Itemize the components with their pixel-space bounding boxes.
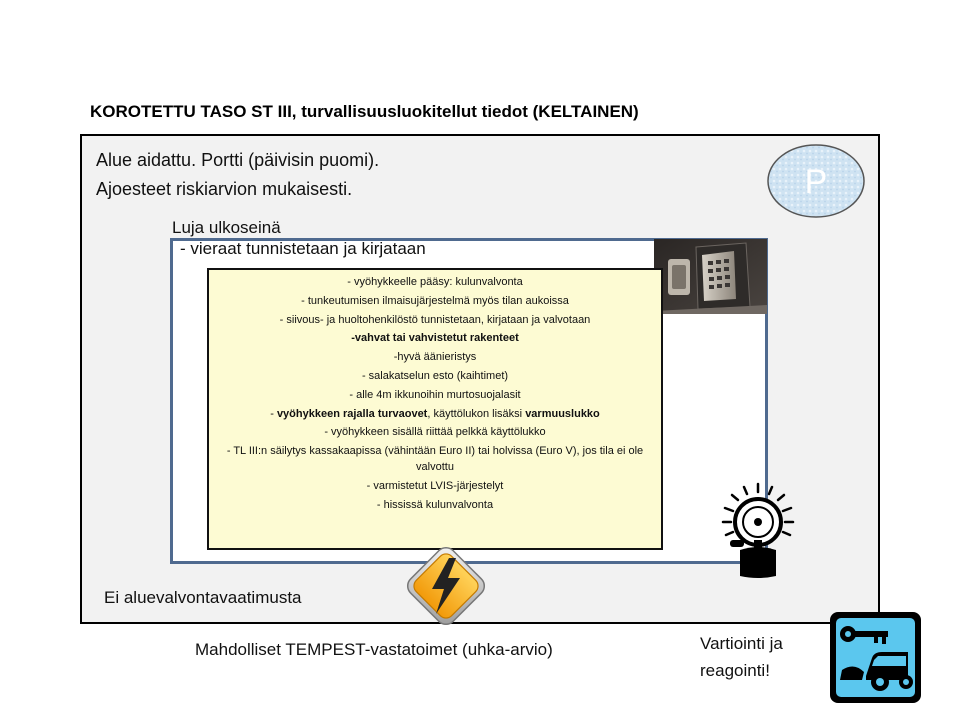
key-and-car-guard-icon — [830, 612, 921, 703]
core-rule: - vyöhykkeen sisällä riittää pelkkä käyt… — [324, 426, 546, 439]
guard-line-2: reagointi! — [700, 661, 770, 680]
guard-line-1: Vartiointi ja — [700, 634, 783, 653]
core-rule: -vahvat tai vahvistetut rakenteet — [351, 332, 519, 345]
core-rule: - salakatselun esto (kaihtimet) — [361, 369, 509, 382]
core-rule: - TL III:n säilytys kassakaapissa (vähin… — [226, 445, 644, 474]
core-rule-part: , käyttölukon lisäksi — [427, 407, 526, 420]
core-secure-zone: - vyöhykkeelle pääsy: kulunvalvonta - tu… — [207, 268, 663, 550]
parking-badge-label: P — [805, 163, 828, 201]
wall-label: Luja ulkoseinä — [172, 218, 281, 237]
tempest-text: Mahdolliset TEMPEST-vastatoimet (uhka-ar… — [195, 640, 553, 659]
parking-badge-icon: P — [767, 144, 865, 218]
no-area-monitoring-text: Ei aluevalvontavaatimusta — [104, 588, 302, 607]
core-rule: - siivous- ja huoltohenkilöstö tunnistet… — [279, 313, 591, 326]
keypad-access-control-icon — [654, 239, 767, 314]
alarm-bell-icon — [721, 482, 795, 578]
visitor-rule-text: - vieraat tunnistetaan ja kirjataan — [180, 239, 426, 258]
outer-zone-text-line-1: Alue aidattu. Portti (päivisin puomi). — [96, 150, 380, 170]
core-rule: - varmistetut LVIS-järjestelyt — [366, 480, 504, 493]
guard-response-text: Vartiointi ja reagointi! — [700, 630, 783, 684]
outer-zone-text-line-2: Ajoesteet riskiarvion mukaisesti. — [96, 179, 353, 199]
core-rule-bold: vyöhykkeen rajalla turvaovet — [276, 407, 428, 420]
core-rule-part: - — [270, 407, 277, 420]
core-rule: - tunkeutumisen ilmaisujärjestelmä myös … — [301, 294, 569, 307]
core-rule: - hississä kulunvalvonta — [376, 498, 494, 511]
core-rule: -hyvä äänieristys — [393, 351, 477, 364]
core-rule-door: - vyöhykkeen rajalla turvaovet, käyttölu… — [213, 405, 657, 424]
lightning-warning-sign-icon — [406, 546, 486, 626]
core-rule-bold: varmuuslukko — [525, 407, 600, 420]
core-rule: - alle 4m ikkunoihin murtosuojalasit — [349, 388, 521, 401]
core-rule: - vyöhykkeelle pääsy: kulunvalvonta — [347, 276, 523, 288]
slide-title: KOROTETTU TASO ST III, turvallisuusluoki… — [90, 102, 639, 121]
